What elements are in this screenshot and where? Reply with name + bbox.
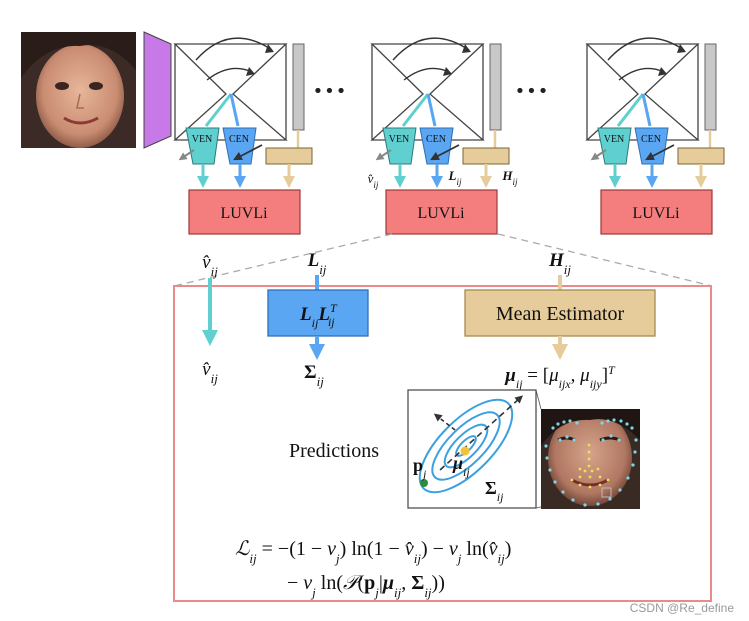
output-bar <box>489 43 502 131</box>
detail-L-top: Lij <box>307 250 327 277</box>
hourglass-stack-2: VEN CEN LUVLi <box>370 37 510 235</box>
heatmap-block <box>462 147 510 165</box>
hourglass-shape <box>585 43 700 141</box>
mid-H-label: Hij <box>501 168 518 187</box>
loss-line-2: − vj ln(𝒫(pj|μij, Σij)) <box>287 570 445 600</box>
watermark: CSDN @Re_define <box>630 601 735 615</box>
mean-estimator-label: Mean Estimator <box>496 303 625 325</box>
luvli-block <box>188 189 301 235</box>
luvli-label: LUVLi <box>220 205 268 222</box>
loss-line-1: ℒij = −(1 − vj) ln(1 − v̂ij) − vj ln(v̂i… <box>235 536 511 566</box>
cen-block <box>419 127 454 165</box>
p-dot <box>420 479 428 487</box>
zoom-link-top <box>535 389 542 410</box>
mid-L-label: Lij <box>448 168 462 187</box>
hourglass-stack-3: VEN CEN LUVLi <box>585 37 725 235</box>
llt-box <box>267 289 369 337</box>
cen-block <box>634 127 669 165</box>
luvli-block <box>600 189 713 235</box>
encoder-trapezoid <box>143 31 172 149</box>
heatmap-block <box>265 147 313 165</box>
zoom-line-left <box>173 233 393 287</box>
cen-label: CEN <box>426 134 446 145</box>
hourglass-stack-1: VEN CEN LUVLi <box>173 37 313 235</box>
output-bar <box>292 43 305 131</box>
predictions-label: Predictions <box>289 440 379 462</box>
luvli-label: LUVLi <box>632 205 680 222</box>
prediction-panel: pj μij Σij <box>407 389 537 509</box>
input-face-image <box>21 32 136 148</box>
ven-label: VEN <box>192 134 213 145</box>
detail-H-top: Hij <box>548 250 571 277</box>
mu-dot <box>460 446 470 456</box>
mid-v-label: v̂ij <box>368 171 379 190</box>
landmark-face-image <box>541 409 640 509</box>
mean-estimator-box <box>464 289 656 337</box>
v-output-label: v̂ij <box>202 359 218 386</box>
sigma-output-label: Σij <box>304 362 324 389</box>
cen-block <box>222 127 257 165</box>
output-bar <box>704 43 717 131</box>
detail-v-top: v̂ij <box>202 252 218 279</box>
hourglass-stacks: VEN CEN LUVLi VEN CEN LUVLi VEN CEN LUVLi <box>173 37 725 235</box>
ellipsis-1: ••• <box>313 81 348 102</box>
hourglass-shape <box>173 43 288 141</box>
luvli-block <box>385 189 498 235</box>
ellipsis-2: ••• <box>515 81 550 102</box>
ven-label: VEN <box>604 134 625 145</box>
ven-label: VEN <box>389 134 410 145</box>
zoom-line-right <box>497 233 713 287</box>
hourglass-shape <box>370 43 485 141</box>
cen-label: CEN <box>229 134 249 145</box>
heatmap-block <box>677 147 725 165</box>
cen-label: CEN <box>641 134 661 145</box>
detail-box <box>173 285 712 602</box>
luvli-label: LUVLi <box>417 205 465 222</box>
mu-equation: μij = [μijx, μijy]T <box>504 363 616 391</box>
